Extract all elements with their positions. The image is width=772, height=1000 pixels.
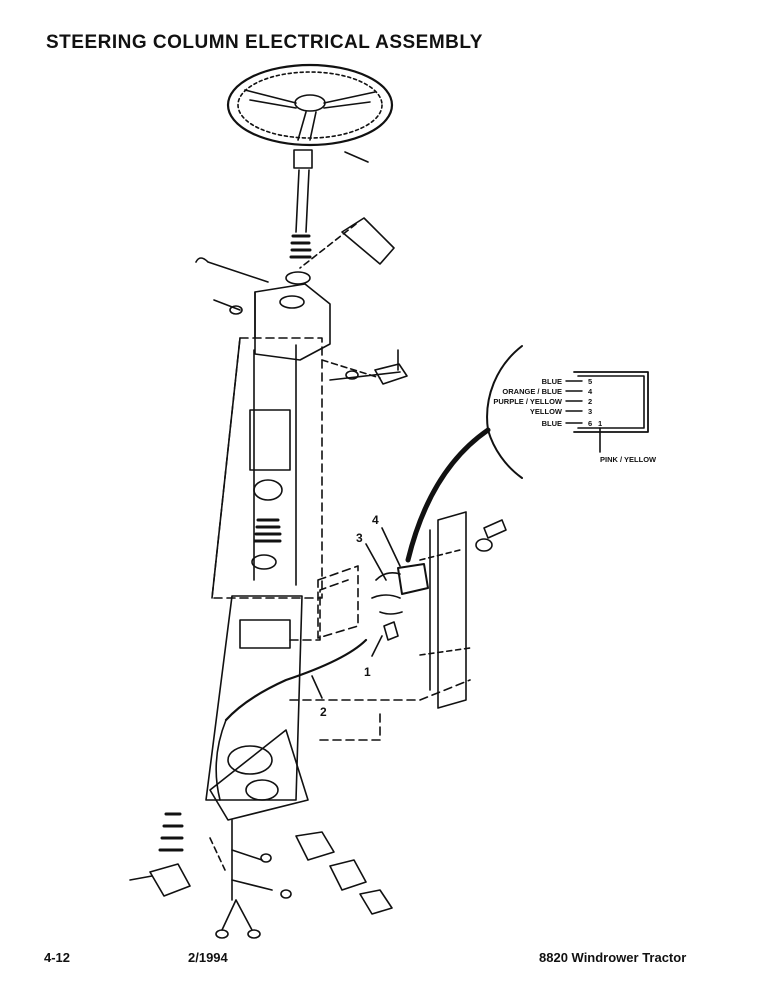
mounting-bracket <box>419 511 507 709</box>
wire-label-2: ORANGE / BLUE <box>502 387 562 396</box>
model-name: 8820 Windrower Tractor <box>539 950 687 965</box>
wire-label-3: PURPLE / YELLOW <box>493 397 563 406</box>
page-title: STEERING COLUMN ELECTRICAL ASSEMBLY <box>46 32 483 53</box>
wire-label-1: BLUE <box>542 377 562 386</box>
lower-column-base <box>205 565 471 821</box>
pin-label-5: 6 <box>588 419 592 428</box>
connector-pinout-inset <box>565 371 649 453</box>
switch-harness-assembly <box>215 563 429 801</box>
callout-1: 1 <box>364 665 371 679</box>
pin-label-4: 3 <box>588 407 592 416</box>
pin-label-1: 5 <box>588 377 592 386</box>
callout-3: 3 <box>356 531 363 545</box>
inset-callout-arc <box>405 345 523 563</box>
upper-column-housing <box>254 283 408 385</box>
page-number: 4-12 <box>44 950 71 965</box>
callout-2: 2 <box>320 705 327 719</box>
bottom-wire-label: PINK / YELLOW <box>600 455 657 464</box>
pin-label-3: 2 <box>588 397 592 406</box>
wire-label-5: BLUE <box>542 419 562 428</box>
steering-shaft <box>195 149 395 315</box>
revision-date: 2/1994 <box>188 950 228 965</box>
lower-harness <box>129 812 393 939</box>
column-tube <box>211 337 401 599</box>
pin-label-6: 1 <box>598 419 602 428</box>
wire-label-4: YELLOW <box>530 407 563 416</box>
pin-label-2: 4 <box>588 387 593 396</box>
steering-wheel <box>226 63 394 163</box>
callout-4: 4 <box>372 513 379 527</box>
